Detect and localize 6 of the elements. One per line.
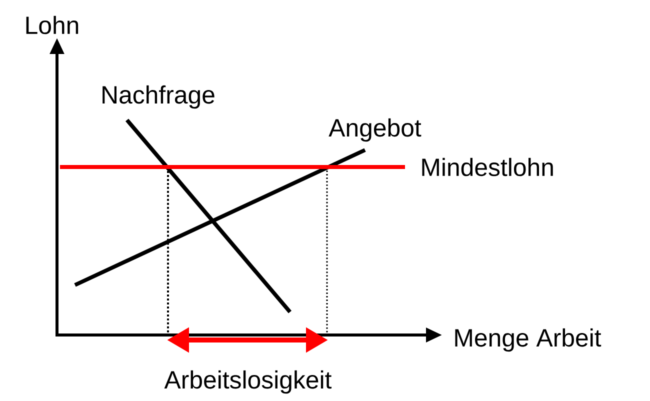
axis-label: Lohn (26, 16, 78, 34)
line-label: Mindestlohn (422, 158, 553, 176)
axis-label: Menge Arbeit (455, 328, 602, 352)
curve-label: Nachfrage (102, 85, 214, 109)
measure-label: Arbeitslosigkeit (164, 370, 332, 394)
curve-label: Angebot (328, 118, 422, 142)
